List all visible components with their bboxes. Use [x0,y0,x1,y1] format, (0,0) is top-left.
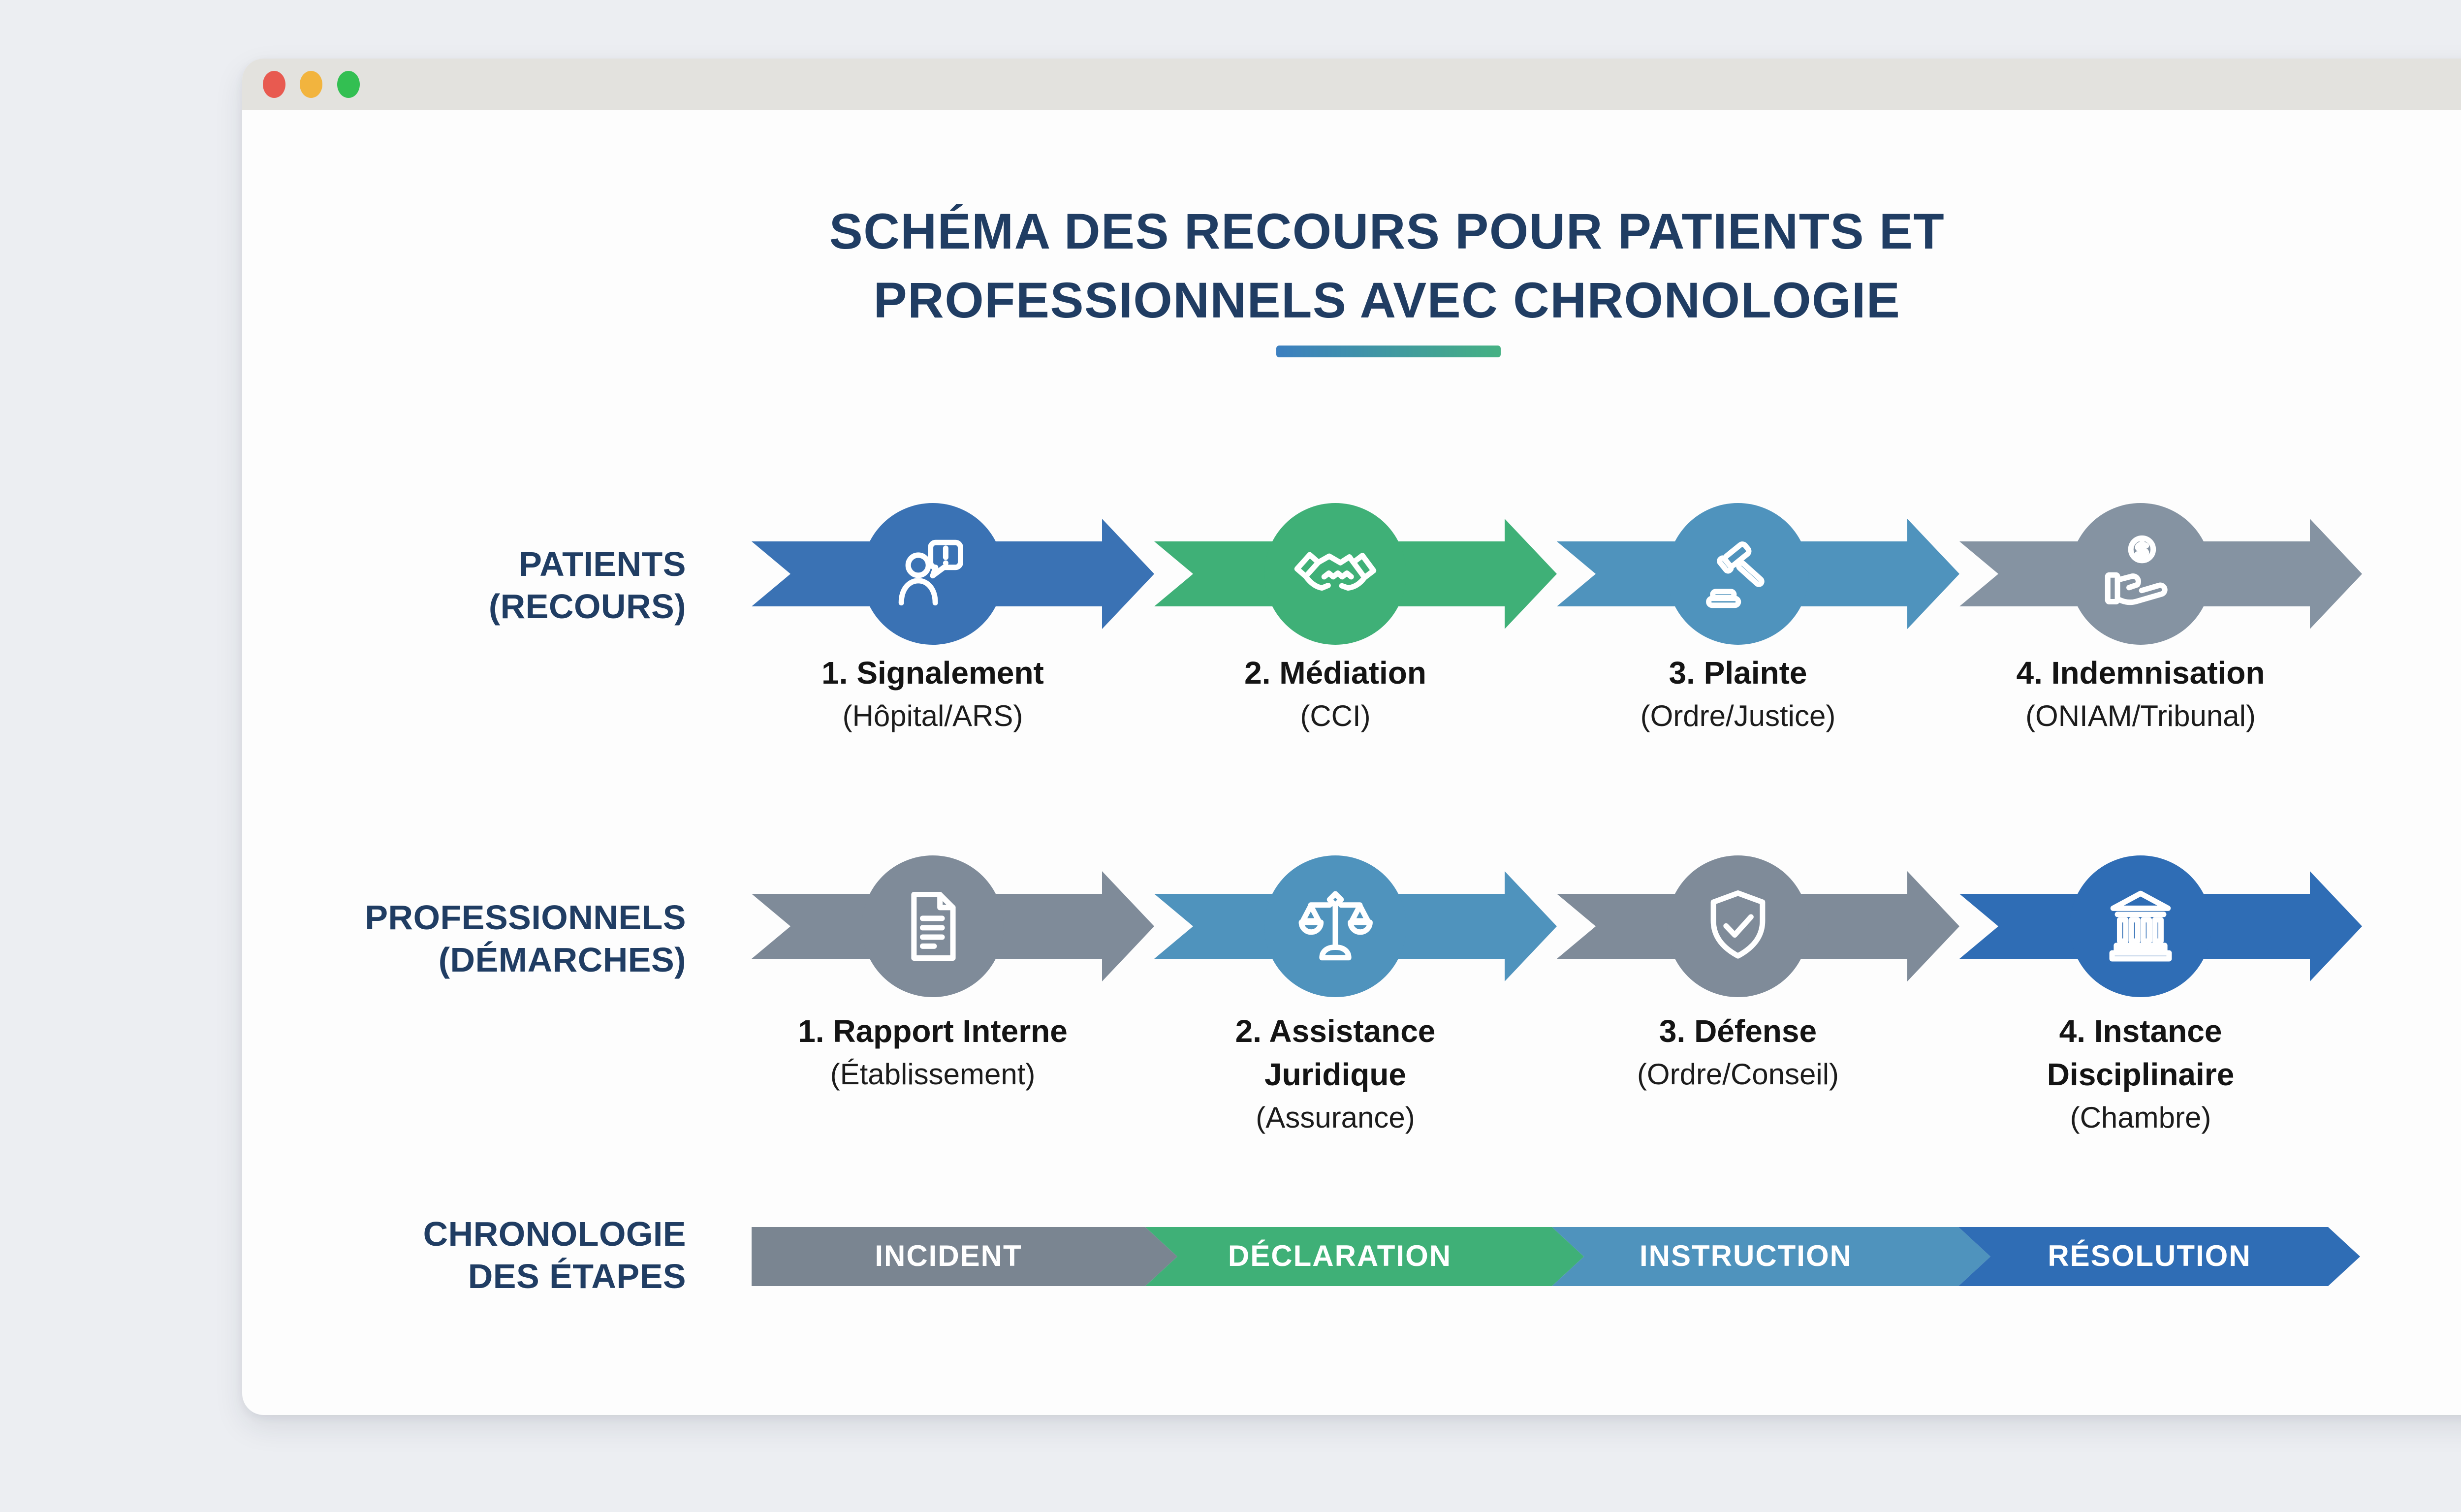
zoom-button[interactable] [337,71,360,98]
row-label-patients-line1: PATIENTS [519,545,686,583]
page-title-line2: PROFESSIONNELS AVEC CHRONOLOGIE [873,272,1901,328]
step-org: (Chambre) [2070,1101,2211,1134]
row-label-patients: PATIENTS (RECOURS) [243,543,686,628]
hand-coin-icon [2097,531,2184,617]
minimize-button[interactable] [300,71,322,98]
title-underline [1276,346,1501,357]
step-caption: 3. Plainte (Ordre/Justice) [1551,651,1925,738]
patients-flow-ribbon [752,503,2362,645]
step-name: 2. Médiation [1244,655,1426,691]
step-caption: 4. Indemnisation (ONIAM/Tribunal) [1954,651,2328,738]
step-name: 4. Indemnisation [2016,655,2265,691]
gavel-icon [1695,531,1781,617]
step-circle [1667,503,1809,645]
step-circle [2070,503,2211,645]
shield-check-icon [1695,883,1781,970]
timeline-segment [1552,1227,1990,1286]
step-org: (Hôpital/ARS) [842,699,1023,732]
close-button[interactable] [263,71,285,98]
timeline-bar [752,1227,2360,1286]
browser-window: SCHÉMA DES RECOURS POUR PATIENTS ET PROF… [242,59,2461,1415]
step-caption: 2. Assistance Juridique (Assurance) [1148,1009,1522,1139]
person-alert-icon [889,531,976,617]
timeline-phase-label: RÉSOLUTION [2048,1239,2251,1272]
timeline-segment [1958,1227,2360,1286]
handshake-icon [1292,531,1379,617]
step-org: (CCI) [1300,699,1371,732]
step-caption: 3. Défense (Ordre/Conseil) [1551,1009,1925,1096]
step-org: (Ordre/Conseil) [1637,1058,1839,1091]
row-label-professionnels-line1: PROFESSIONNELS [365,898,686,937]
report-icon [889,883,976,970]
step-name: 4. Instance [2059,1013,2222,1049]
step-name: 2. Assistance [1235,1013,1436,1049]
row-label-professionnels: PROFESSIONNELS (DÉMARCHES) [243,896,686,981]
window-titlebar [242,59,2461,110]
timeline-phase-label: INSTRUCTION [1640,1239,1852,1272]
scales-icon [1292,883,1379,970]
row-label-patients-line2: (RECOURS) [488,587,686,626]
timeline-segment [752,1227,1177,1286]
timeline-phase-label: INCIDENT [875,1239,1022,1272]
step-name: Juridique [1264,1057,1407,1092]
step-caption: 1. Rapport Interne (Établissement) [746,1009,1120,1096]
step-caption: 1. Signalement (Hôpital/ARS) [746,651,1120,738]
step-org: (ONIAM/Tribunal) [2025,699,2256,732]
step-name: 1. Rapport Interne [798,1013,1068,1049]
bank-icon [2097,883,2184,970]
row-label-professionnels-line2: (DÉMARCHES) [438,941,686,979]
step-org: (Ordre/Justice) [1640,699,1836,732]
step-caption: 2. Médiation (CCI) [1148,651,1522,738]
step-name: Disciplinaire [2047,1057,2235,1092]
timeline-segment [1145,1227,1584,1286]
row-label-chronologie-line2: DES ÉTAPES [468,1257,686,1295]
row-label-chronologie-line1: CHRONOLOGIE [423,1215,686,1253]
step-name: 3. Défense [1659,1013,1817,1049]
row-label-chronologie: CHRONOLOGIE DES ÉTAPES [243,1213,686,1297]
step-circle [1667,855,1809,997]
step-org: (Assurance) [1256,1101,1415,1134]
step-caption: 4. Instance Disciplinaire (Chambre) [1954,1009,2328,1139]
page-title: SCHÉMA DES RECOURS POUR PATIENTS ET PROF… [242,197,2461,335]
step-name: 1. Signalement [821,655,1044,691]
timeline-phase-label: DÉCLARATION [1228,1239,1452,1272]
step-name: 3. Plainte [1669,655,1807,691]
step-org: (Établissement) [830,1058,1036,1091]
page-title-line1: SCHÉMA DES RECOURS POUR PATIENTS ET [829,203,1945,259]
